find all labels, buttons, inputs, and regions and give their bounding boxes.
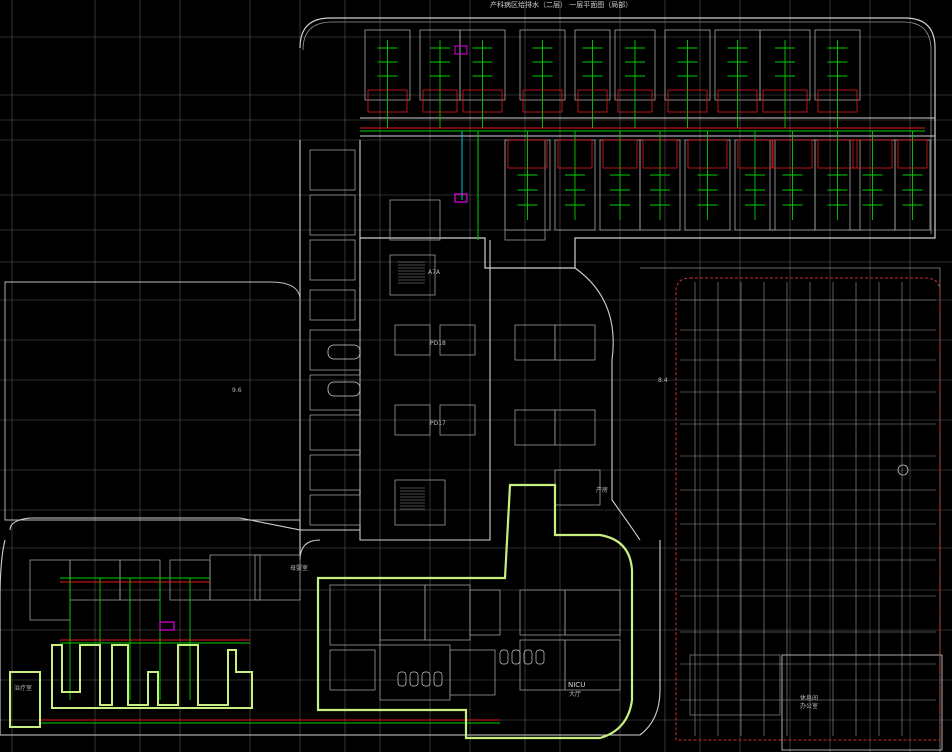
north-wing-outline	[299, 17, 936, 269]
fixture-box	[522, 89, 563, 113]
spine-room	[309, 374, 361, 411]
highlight-zone-southwest	[51, 644, 253, 709]
conference-table	[327, 381, 361, 397]
spine-room	[309, 414, 361, 451]
dimension-b: 8.4	[658, 377, 668, 384]
label-core-b: PD18	[430, 340, 446, 347]
spine-room	[439, 404, 476, 436]
south-wing-north-wall	[9, 517, 321, 561]
southeast-annex	[689, 654, 781, 716]
drawing-title: 产科病区给排水（二层） 一层平面图（局部）	[490, 0, 632, 9]
fixture-box	[717, 89, 758, 113]
fixture-box	[602, 139, 638, 169]
highlight-zone-nicu	[316, 483, 634, 740]
north-wing-inner-outline	[302, 21, 932, 234]
spine-room	[309, 494, 361, 526]
spine-room	[394, 404, 431, 436]
spine-room	[554, 324, 596, 361]
spine-room	[394, 479, 446, 526]
south-room	[254, 554, 301, 601]
west-courtyard-block	[4, 281, 301, 521]
spine-room	[554, 409, 596, 446]
plumbing-pipes	[40, 40, 928, 724]
fixture-box	[462, 89, 503, 113]
spine-room	[309, 194, 356, 236]
fixture-box	[667, 89, 708, 113]
label-room-right: 休息间	[800, 694, 818, 702]
site-marker	[897, 464, 909, 476]
label-note-center: 产房	[596, 486, 608, 494]
spine-room	[309, 239, 356, 281]
south-room	[329, 649, 376, 691]
bed-glyph	[421, 671, 431, 687]
fixture-box	[507, 139, 548, 169]
label-note-left: 母婴室	[290, 564, 308, 572]
dimension-a: 9.6	[232, 387, 242, 394]
magenta-valve	[454, 193, 468, 203]
fixture-box	[617, 89, 653, 113]
label-left-room: 治疗室	[14, 684, 32, 692]
south-room	[469, 589, 501, 636]
spine-room	[309, 454, 361, 491]
fixture-box	[817, 89, 858, 113]
magenta-valve-south	[159, 621, 175, 631]
fixture-box	[852, 139, 893, 169]
parking-boundary	[675, 277, 941, 741]
south-room	[564, 589, 621, 636]
bed-glyph	[499, 649, 509, 665]
fixture-box	[687, 139, 728, 169]
bed-glyph	[523, 649, 533, 665]
south-room	[449, 649, 496, 696]
building-walls	[0, 17, 943, 752]
south-room	[564, 639, 621, 691]
label-stair-north: A7A	[428, 269, 441, 276]
bed-glyph	[433, 671, 443, 687]
fixture-box	[737, 139, 773, 169]
bed-glyph	[535, 649, 545, 665]
fixture-box	[817, 139, 858, 169]
south-room	[209, 554, 261, 601]
parking-lot	[675, 277, 941, 741]
spine-room	[309, 149, 356, 191]
spine-room	[389, 199, 441, 241]
fixture-box	[897, 139, 928, 169]
label-room-right-sub: 办公室	[800, 702, 818, 710]
highlight-zone-west	[9, 671, 41, 728]
fixture-box	[557, 139, 593, 169]
conference-table	[327, 344, 361, 360]
spine-room	[394, 324, 431, 356]
southeast-room	[781, 654, 943, 751]
label-nicu: NICU	[568, 681, 585, 689]
spine-room	[389, 254, 436, 296]
fixture-box	[577, 89, 608, 113]
spine-room	[439, 324, 476, 356]
fixture-box	[642, 139, 678, 169]
label-core-a: PD17	[430, 420, 446, 427]
fixture-box	[422, 89, 458, 113]
fixture-box	[772, 139, 813, 169]
label-nicu-sub: 大厅	[569, 690, 581, 698]
spine-room	[309, 289, 356, 321]
highlighted-zones	[9, 483, 634, 740]
fixture-box	[367, 89, 408, 113]
south-wing-outline	[0, 539, 661, 736]
spine-east-curve	[574, 267, 641, 541]
bed-glyph	[511, 649, 521, 665]
magenta-valve-top	[454, 45, 468, 55]
bed-glyph	[409, 671, 419, 687]
bed-glyph	[397, 671, 407, 687]
fixture-box	[762, 89, 808, 113]
